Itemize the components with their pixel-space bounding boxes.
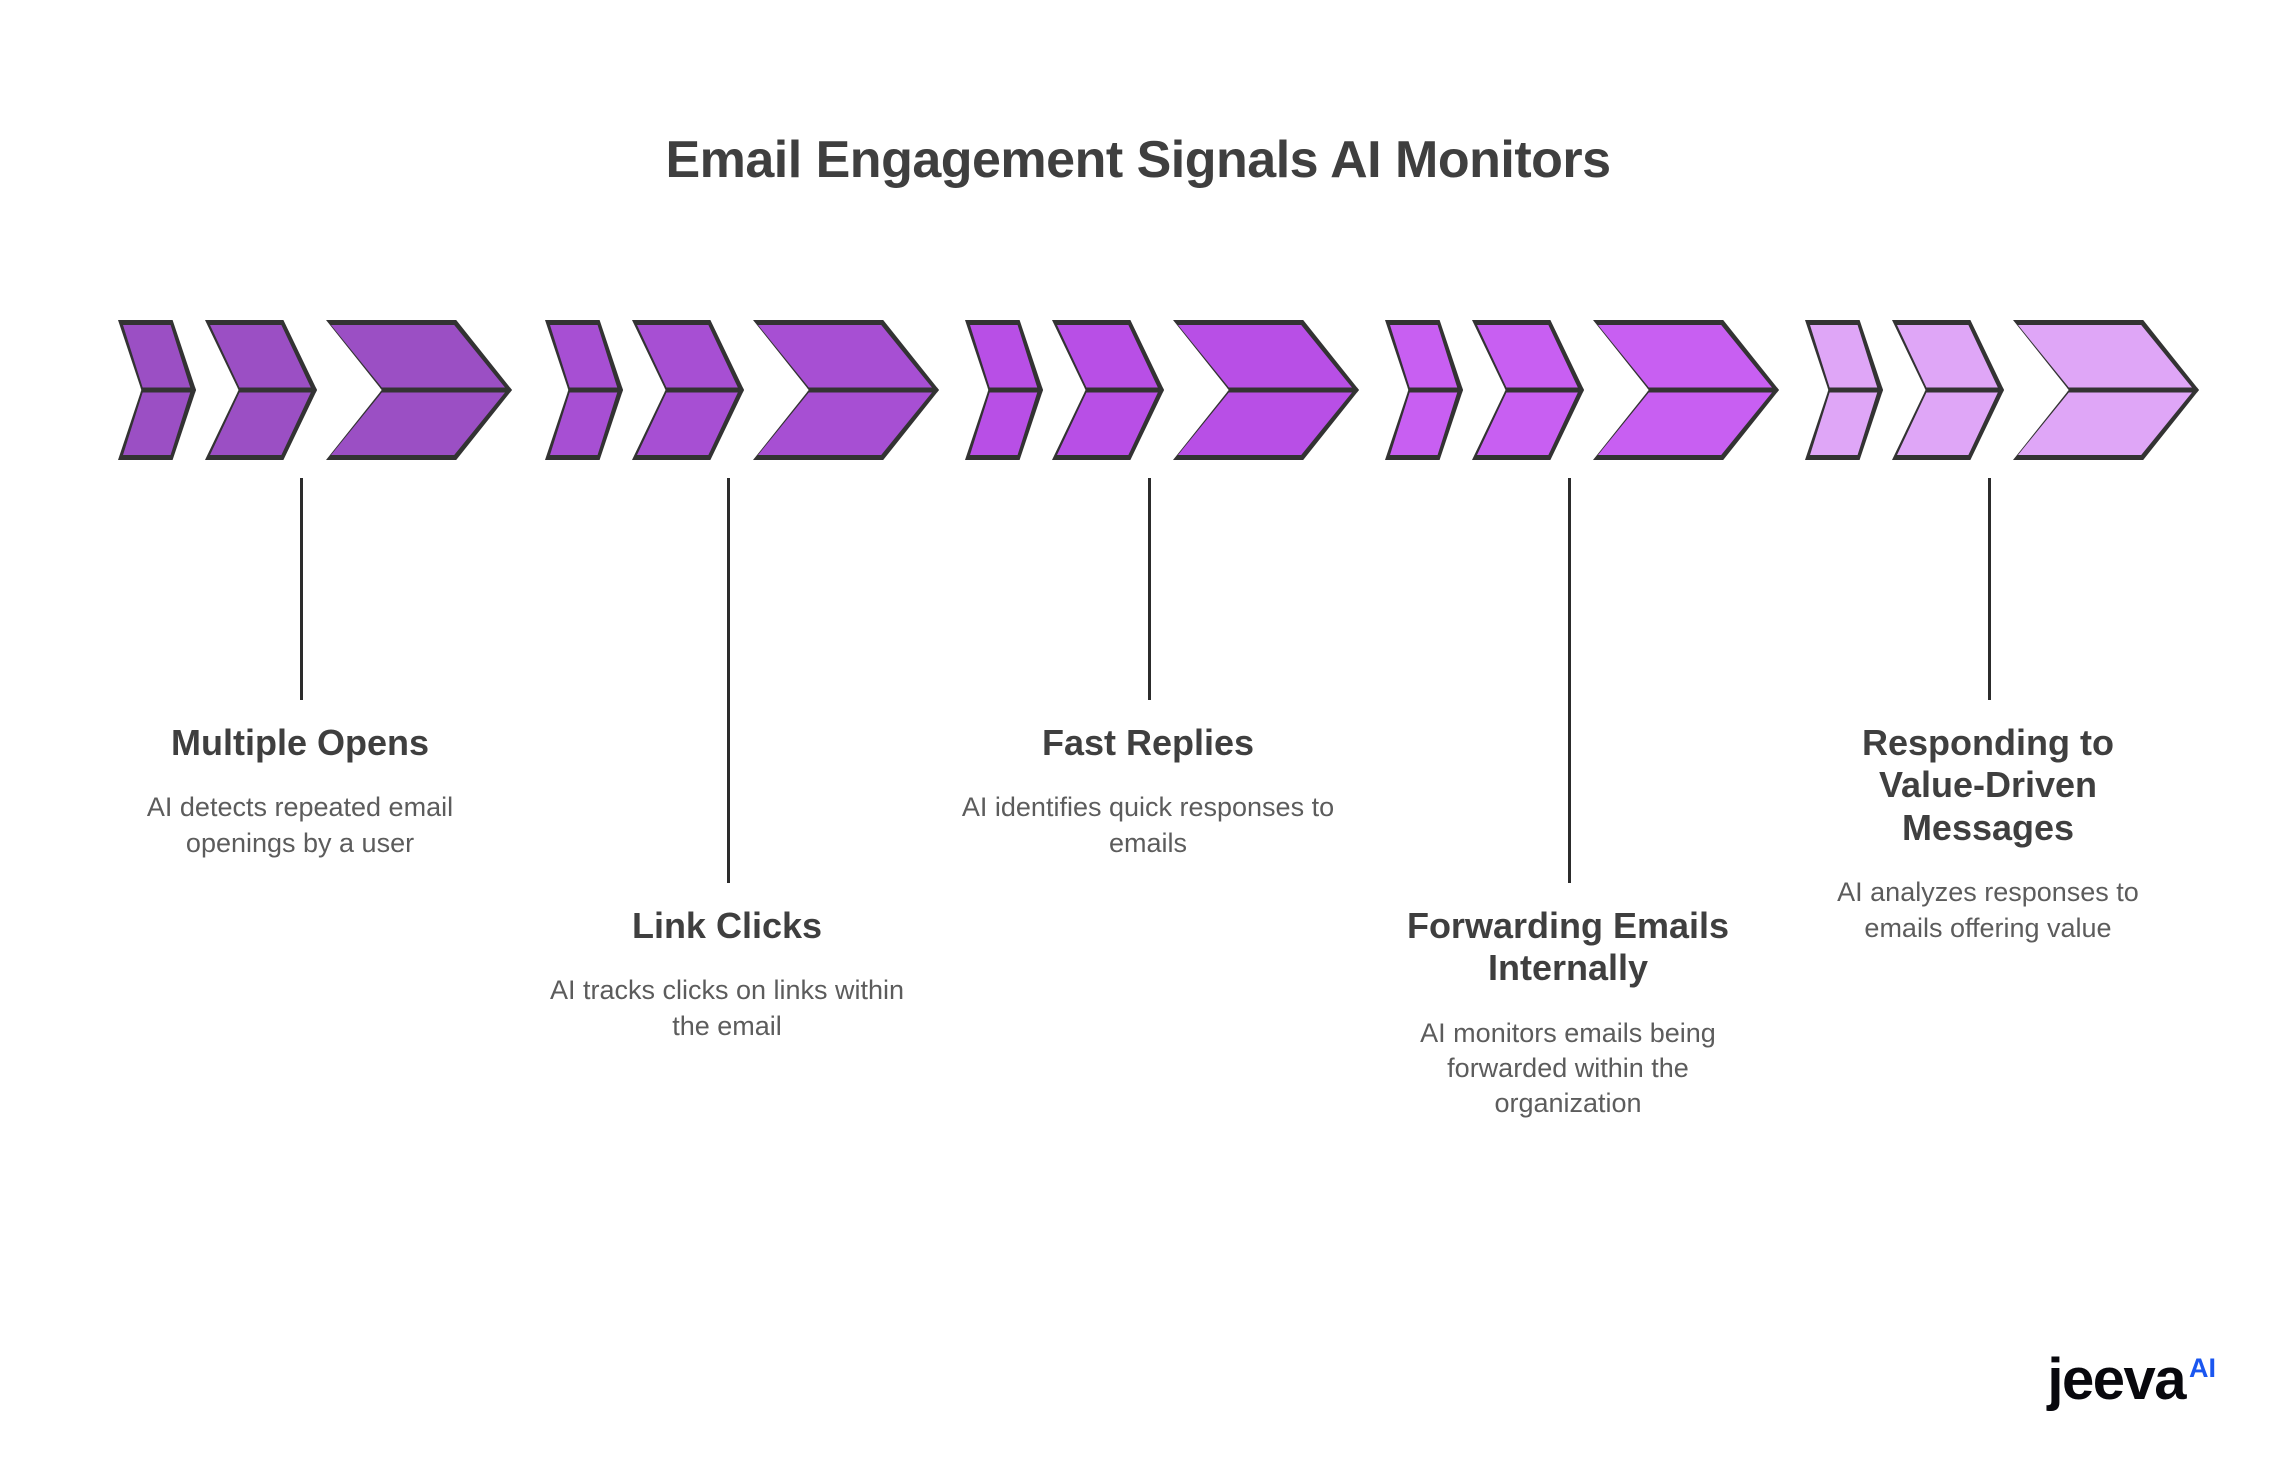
chevron-large-icon [2013,320,2199,460]
chevron-fill [637,325,739,455]
logo-wordmark: jeeva [2047,1347,2186,1412]
chevron-fill [2018,325,2194,455]
chevron-fill [1598,325,1774,455]
step-column-2: Link Clicks AI tracks clicks on links wi… [537,905,917,1044]
step-heading: Responding to Value-Driven Messages [1862,722,2114,848]
chevron-medium-icon [1472,320,1584,460]
connector-line-2 [727,478,730,883]
page-title: Email Engagement Signals AI Monitors [665,131,1611,189]
connector-line-3 [1148,478,1151,700]
chevron-medium-icon [632,320,744,460]
chevron-fill [758,325,934,455]
step-description: AI identifies quick responses to emails [961,792,1335,858]
chevron-fill [1810,325,1878,455]
connector-line-4 [1568,478,1571,883]
chevron-medium-icon [1052,320,1164,460]
chevron-fill [123,325,191,455]
chevron-large-icon [753,320,939,460]
chevron-group-2 [545,320,939,460]
chevron-fill [1178,325,1354,455]
chevron-small-icon [965,320,1043,460]
connector-line-1 [300,478,303,700]
step-description: AI detects repeated email openings by a … [146,792,454,858]
logo-ai-suffix: AI [2189,1353,2216,1383]
step-description: AI monitors emails being forwarded withi… [1420,1017,1716,1119]
step-description: AI tracks clicks on links within the ema… [549,975,905,1041]
chevron-medium-icon [1892,320,2004,460]
step-column-4: Forwarding Emails Internally AI monitors… [1398,905,1738,1121]
step-heading: Link Clicks [631,905,823,946]
chevron-small-icon [545,320,623,460]
chevron-group-5 [1805,320,2199,460]
jeeva-ai-logo: jeeva AI [2047,1351,2216,1409]
connector-line-5 [1988,478,1991,700]
chevron-fill [1390,325,1458,455]
chevron-large-icon [1173,320,1359,460]
chevron-group-1 [118,320,512,460]
step-column-3: Fast Replies AI identifies quick respons… [958,722,1338,861]
chevron-fill [1897,325,1999,455]
chevron-band [0,320,2276,460]
step-heading: Forwarding Emails Internally [1406,905,1730,989]
chevron-fill [210,325,312,455]
chevron-group-4 [1385,320,1779,460]
step-column-5: Responding to Value-Driven Messages AI a… [1808,722,2168,946]
chevron-fill [331,325,507,455]
chevron-large-icon [326,320,512,460]
chevron-small-icon [118,320,196,460]
step-heading: Multiple Opens [170,722,429,763]
step-heading: Fast Replies [1041,722,1255,763]
chevron-small-icon [1805,320,1883,460]
chevron-fill [1477,325,1579,455]
step-description: AI analyzes responses to emails offering… [1837,877,2139,943]
chevron-medium-icon [205,320,317,460]
chevron-group-3 [965,320,1359,460]
step-column-1: Multiple Opens AI detects repeated email… [110,722,490,861]
chevron-fill [1057,325,1159,455]
chevron-fill [550,325,618,455]
chevron-large-icon [1593,320,1779,460]
chevron-small-icon [1385,320,1463,460]
chevron-fill [970,325,1038,455]
